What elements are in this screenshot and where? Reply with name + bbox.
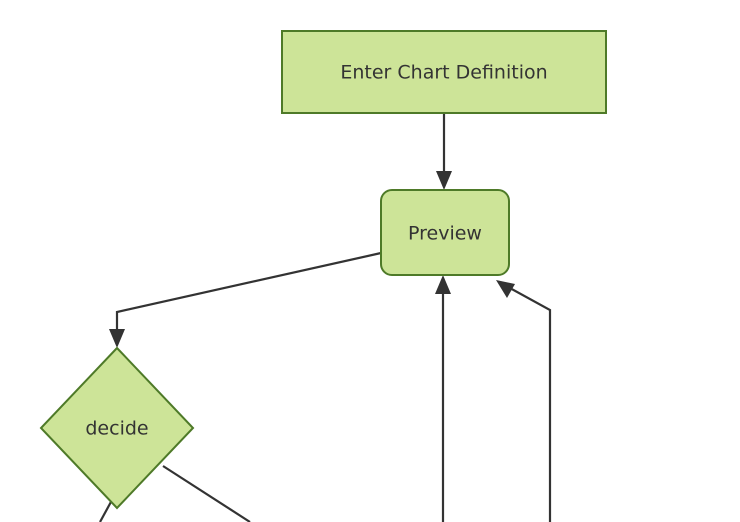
arrow-head-icon (435, 275, 451, 294)
edge-line (115, 251, 382, 334)
edge-decide-bottom-right (162, 465, 251, 522)
edge-preview-to-decide (109, 251, 382, 348)
node-label-decide: decide (85, 418, 148, 440)
edge-line (507, 286, 552, 522)
edge-center-into-preview (435, 275, 451, 522)
edge-right-into-preview (496, 280, 552, 522)
node-label-enter-chart-definition: Enter Chart Definition (340, 62, 547, 84)
node-preview[interactable]: Preview (380, 189, 510, 276)
node-decide[interactable]: decide (39, 346, 195, 510)
node-shape-rounded-rectangle[interactable] (380, 189, 510, 276)
node-shape-rectangle[interactable] (281, 30, 607, 114)
node-enter-chart-definition[interactable]: Enter Chart Definition (281, 30, 607, 114)
node-label-preview: Preview (408, 223, 482, 245)
edge-enter-to-preview (436, 113, 452, 190)
edge-line (99, 499, 113, 522)
arrow-head-icon (496, 280, 515, 298)
arrow-head-icon (109, 329, 125, 348)
arrow-head-icon (436, 171, 452, 190)
node-shape-diamond[interactable] (39, 346, 195, 510)
edge-decide-bottom-left (99, 499, 113, 522)
edge-line (162, 465, 251, 522)
